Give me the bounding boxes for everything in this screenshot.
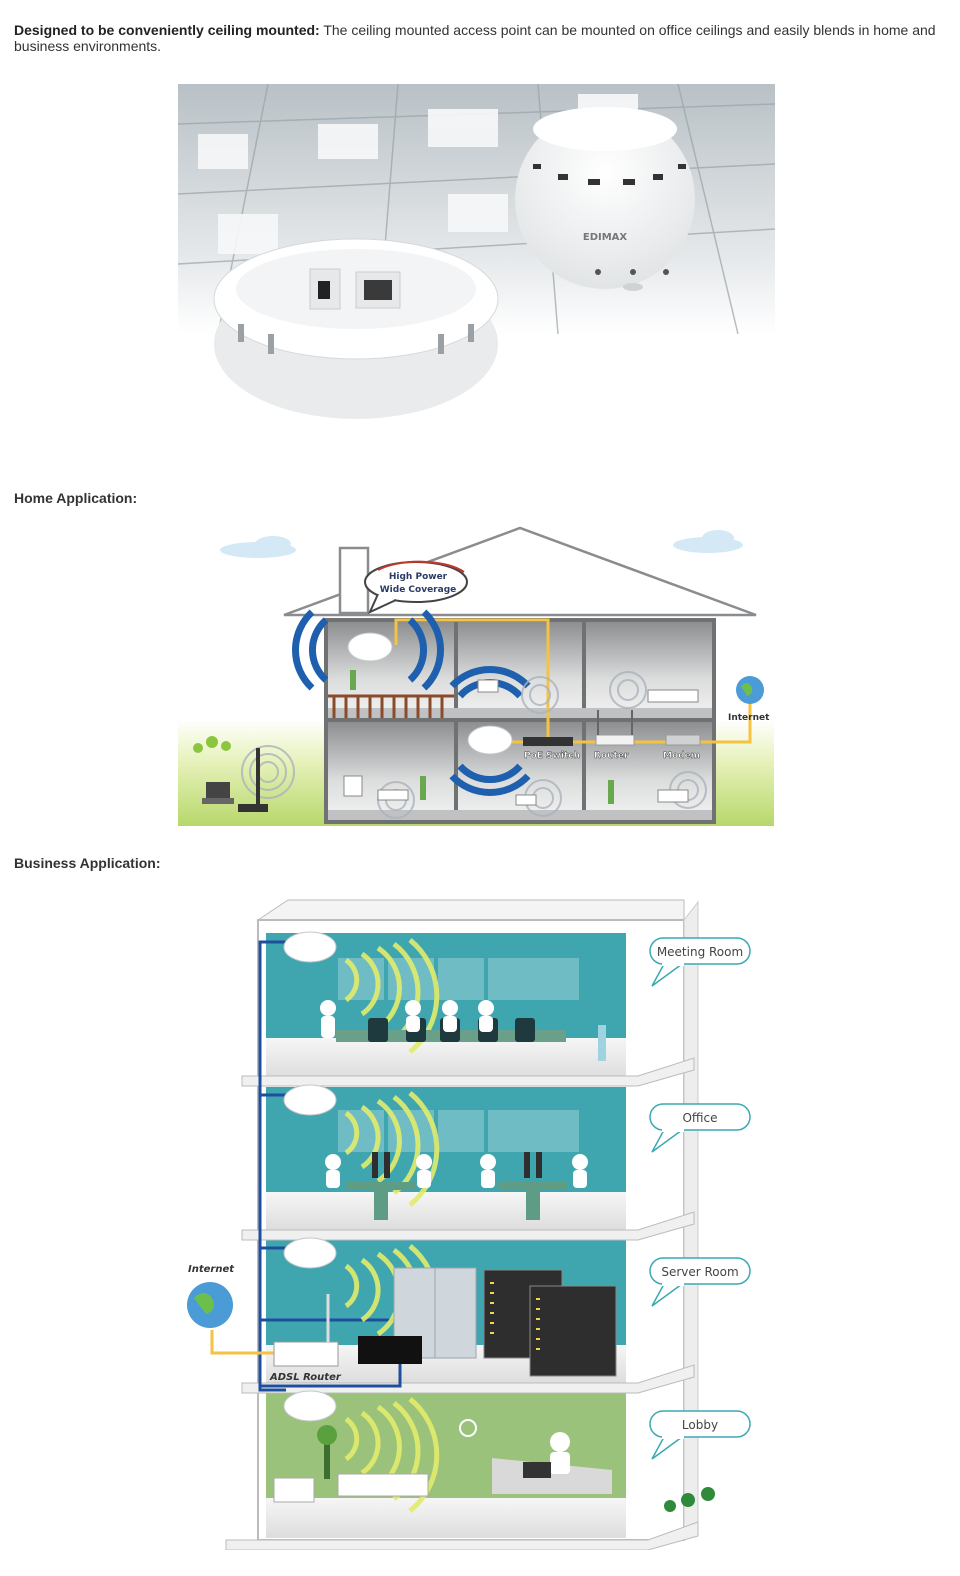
wifi-waves <box>292 609 531 796</box>
business-application-diagram: ADSL Router Internet Meeting Room O <box>178 890 774 1551</box>
wifi-waves <box>344 938 440 1513</box>
intro-text: The ceiling mounted access point can be … <box>14 22 936 54</box>
office-desks <box>346 1182 568 1220</box>
home-application-diagram: High Power Wide Coverage PoE Switch Rout… <box>178 520 774 826</box>
callout-office: Office <box>649 1103 751 1153</box>
home-application-heading: Home Application: <box>14 490 138 506</box>
access-point-icon <box>283 931 337 1422</box>
adsl-router-icon <box>273 1294 339 1367</box>
clouds <box>220 530 743 558</box>
product-photo-svg: EDIMAX <box>177 83 776 424</box>
room-label-meeting: Meeting Room <box>657 945 743 959</box>
business-diagram-svg: ADSL Router Internet Meeting Room O <box>187 899 751 1551</box>
intro-lead: Designed to be conveniently ceiling moun… <box>14 22 320 38</box>
modem-icon <box>665 734 701 746</box>
network-switch-icon <box>358 1336 422 1364</box>
balcony-railing <box>328 694 454 718</box>
access-point-icon <box>347 632 513 755</box>
poe-switch-icon <box>523 737 573 746</box>
poe-switch-label: PoE Switch <box>524 751 580 761</box>
internet-label: Internet <box>188 1264 235 1275</box>
bubble-line2: Wide Coverage <box>380 585 457 595</box>
room-label-server: Server Room <box>661 1265 738 1279</box>
server-rack-icon <box>483 1269 617 1377</box>
internet-cable <box>210 1330 278 1355</box>
callout-server-room: Server Room <box>649 1257 751 1307</box>
modem-label: Modem <box>663 751 700 761</box>
router-icon <box>595 710 635 746</box>
lobby-sofa <box>337 1473 429 1497</box>
callout-lobby: Lobby <box>649 1410 751 1460</box>
adsl-router-label: ADSL Router <box>269 1372 342 1383</box>
home-diagram-svg: High Power Wide Coverage PoE Switch Rout… <box>178 526 774 826</box>
callout-meeting-room: Meeting Room <box>649 937 751 987</box>
product-photo: EDIMAX <box>177 83 776 424</box>
bubble-line1: High Power <box>389 572 448 582</box>
room-label-lobby: Lobby <box>682 1418 718 1432</box>
intro-paragraph: Designed to be conveniently ceiling moun… <box>14 22 944 54</box>
internet-label: Internet <box>728 713 770 723</box>
brand-logo: EDIMAX <box>583 232 628 243</box>
router-label: Router <box>594 751 629 761</box>
reception-desk <box>492 1458 612 1494</box>
business-application-heading: Business Application: <box>14 855 161 871</box>
room-label-office: Office <box>682 1111 717 1125</box>
